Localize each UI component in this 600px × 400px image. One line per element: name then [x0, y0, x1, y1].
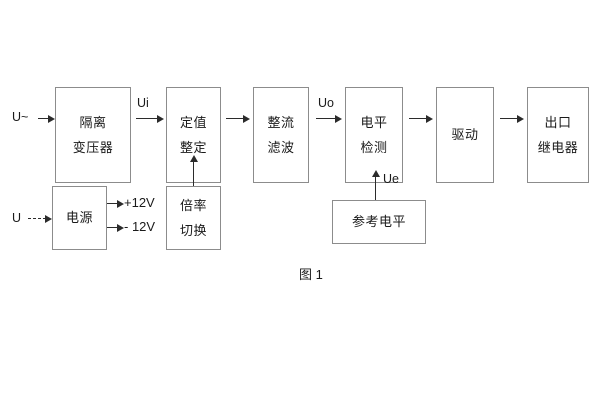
block-reference-level-line1: 参考电平 [351, 214, 406, 230]
arrow-dc-input-to-power-supply [28, 214, 52, 223]
input-label-ac: U~ [12, 110, 29, 124]
arrow-power-supply-negative-rail [107, 223, 124, 232]
block-power-supply-line1: 电源 [65, 210, 93, 226]
block-setting-value-line1: 定值 [179, 114, 207, 130]
block-level-detect-line1: 电平 [360, 114, 388, 130]
block-output-relay: 出口 继电器 [527, 87, 589, 183]
block-output-relay-line1: 出口 [544, 114, 572, 130]
figure-caption: 图 1 [299, 267, 323, 282]
block-isolation-transformer: 隔离 变压器 [55, 87, 131, 183]
block-setting-value-line2: 整定 [179, 139, 207, 155]
arrow-setting-value-to-rectify-filter [226, 114, 250, 123]
block-output-relay-line2: 继电器 [537, 139, 579, 155]
rail-label-negative-12v: - 12V [124, 219, 156, 234]
arrow-ratio-switch-to-setting-value [189, 155, 198, 186]
block-isolation-transformer-line2: 变压器 [72, 139, 114, 155]
arrow-reference-level-to-level-detect [371, 170, 380, 200]
block-rectify-filter-line1: 整流 [267, 114, 295, 130]
block-level-detect: 电平 检测 [345, 87, 403, 183]
block-rectify-filter-line2: 滤波 [267, 139, 295, 155]
block-ratio-switch-line1: 倍率 [179, 197, 207, 213]
block-drive-line1: 驱动 [451, 127, 479, 143]
block-rectify-filter: 整流 滤波 [253, 87, 309, 183]
block-ratio-switch-line2: 切换 [179, 222, 207, 238]
signal-label-ui: Ui [137, 96, 149, 110]
block-drive: 驱动 [436, 87, 494, 183]
arrow-ac-input-to-isolation-transformer [38, 114, 55, 123]
arrow-rectify-filter-to-level-detect [316, 114, 342, 123]
block-isolation-transformer-line1: 隔离 [79, 114, 107, 130]
block-level-detect-line2: 检测 [360, 139, 388, 155]
signal-label-ue: Ue [383, 172, 399, 186]
block-reference-level: 参考电平 [332, 200, 426, 244]
arrow-drive-to-output-relay [500, 114, 524, 123]
arrow-level-detect-to-drive [409, 114, 433, 123]
block-ratio-switch: 倍率 切换 [166, 186, 221, 250]
signal-label-uo: Uo [318, 96, 334, 110]
arrow-power-supply-positive-rail [107, 199, 124, 208]
arrow-isolation-transformer-to-setting-value [136, 114, 164, 123]
block-power-supply: 电源 [52, 186, 107, 250]
rail-label-positive-12v: +12V [124, 195, 155, 210]
input-label-dc: U [12, 211, 22, 225]
